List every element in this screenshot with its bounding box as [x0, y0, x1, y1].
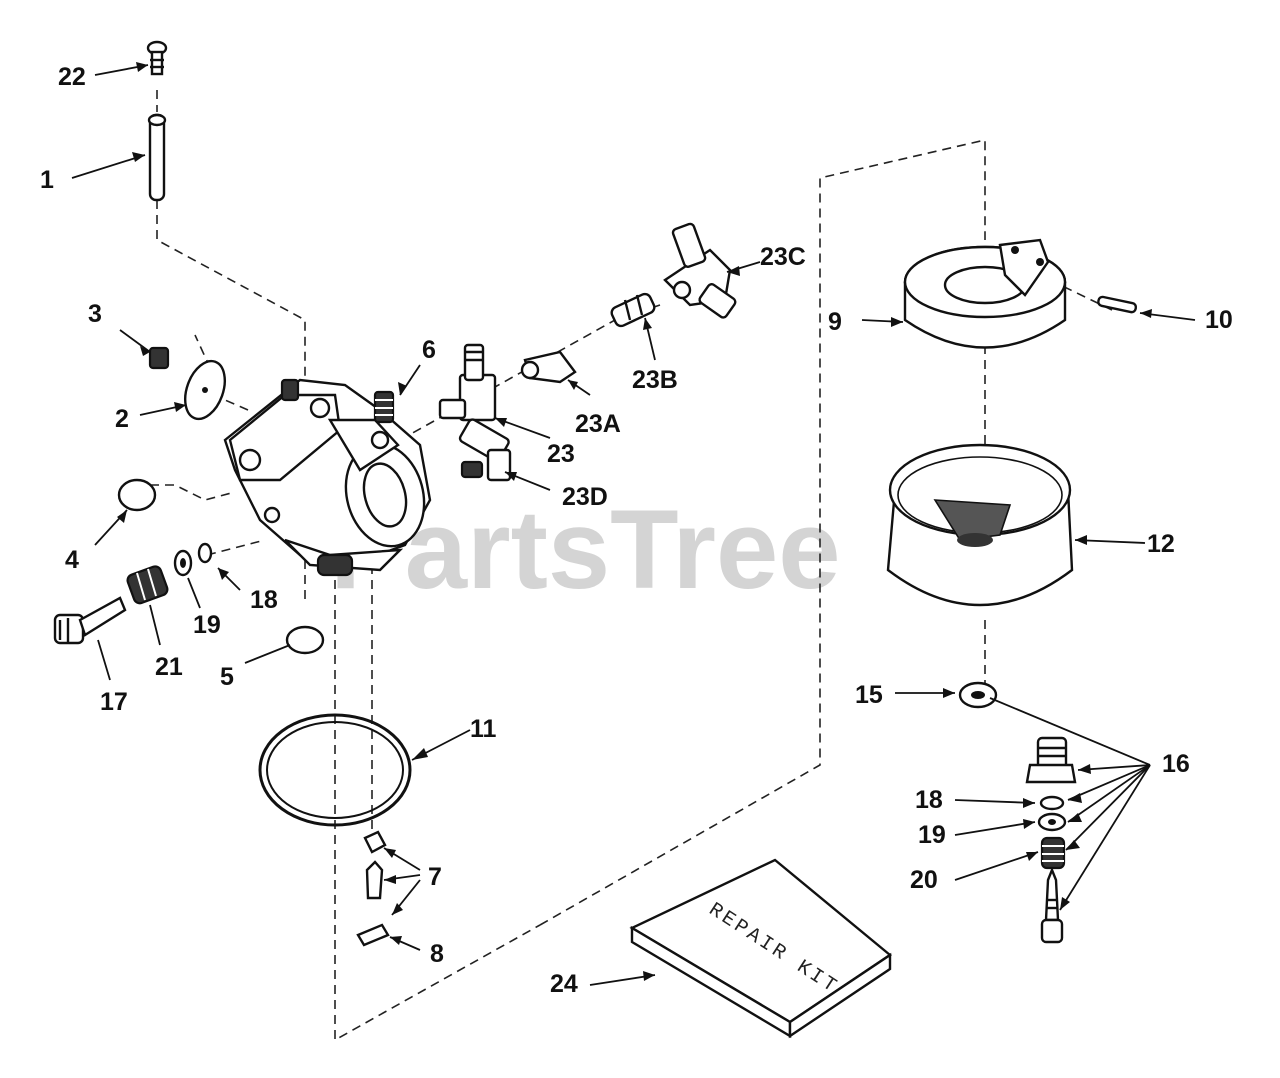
callout-24: 24 [550, 970, 578, 998]
part-22-screw [146, 40, 168, 76]
callout-6: 6 [422, 336, 436, 364]
part-24-repair-kit: REPAIR KIT [629, 858, 893, 1039]
callout-3: 3 [88, 300, 102, 328]
callout-15: 15 [855, 681, 883, 709]
callout-23c: 23C [760, 243, 806, 271]
callout-23a: 23A [575, 410, 621, 438]
callout-7: 7 [428, 863, 442, 891]
part-19-washer-right [1037, 812, 1067, 832]
part-7-needle-and-seat [363, 830, 387, 900]
part-15-washer [958, 681, 998, 709]
part-2-disc [184, 359, 226, 421]
callout-21: 21 [155, 653, 183, 681]
callout-18-left: 18 [250, 586, 278, 614]
callout-23b: 23B [632, 366, 678, 394]
callout-17: 17 [100, 688, 128, 716]
part-4-welch-plug [117, 478, 157, 512]
part-19-washer-left [173, 549, 193, 577]
part-23a-elbow [520, 350, 577, 384]
part-18-washer-left [197, 542, 213, 564]
callout-23: 23 [547, 440, 575, 468]
arrowheads [117, 62, 1152, 981]
part-8-clip [356, 923, 390, 947]
part-16-bowl-nut [1025, 736, 1077, 784]
callout-19-right: 19 [918, 821, 946, 849]
part-23b-nipple [610, 292, 656, 328]
part-5-plug [285, 625, 325, 655]
part-9-float [903, 238, 1067, 349]
part-23-fitting [438, 343, 497, 422]
part-12-float-bowl [886, 443, 1074, 607]
part-16-main-jet-needle [1040, 866, 1064, 944]
callout-4: 4 [65, 546, 79, 574]
callout-23d: 23D [562, 483, 608, 511]
callout-10: 10 [1205, 306, 1233, 334]
callout-12: 12 [1147, 530, 1175, 558]
callout-20: 20 [910, 866, 938, 894]
callout-8: 8 [430, 940, 444, 968]
part-6-spring [373, 390, 395, 424]
callout-2: 2 [115, 405, 129, 433]
carburetor-body [223, 378, 432, 577]
callout-5: 5 [220, 663, 234, 691]
part-20-spring-right [1040, 836, 1066, 870]
part-3-fitting [148, 346, 170, 370]
callout-9: 9 [828, 308, 842, 336]
callout-19-left: 19 [193, 611, 221, 639]
callout-1: 1 [40, 166, 54, 194]
callout-labels: 22 1 3 2 6 4 18 19 21 17 5 11 7 8 23 23A… [40, 63, 1233, 998]
callout-18-right: 18 [915, 786, 943, 814]
part-18-washer-right [1039, 795, 1065, 811]
callout-22: 22 [58, 63, 86, 91]
part-10-pin [1097, 295, 1138, 314]
part-1-link-rod [147, 113, 167, 202]
callout-16: 16 [1162, 750, 1190, 778]
part-23c-shutoff-valve [663, 222, 737, 319]
part-17-needle-valve [53, 596, 127, 645]
part-21-spring-left [126, 565, 169, 605]
part-23d-elbow [458, 418, 512, 482]
callout-11: 11 [470, 715, 497, 743]
part-11-gasket [258, 713, 412, 827]
